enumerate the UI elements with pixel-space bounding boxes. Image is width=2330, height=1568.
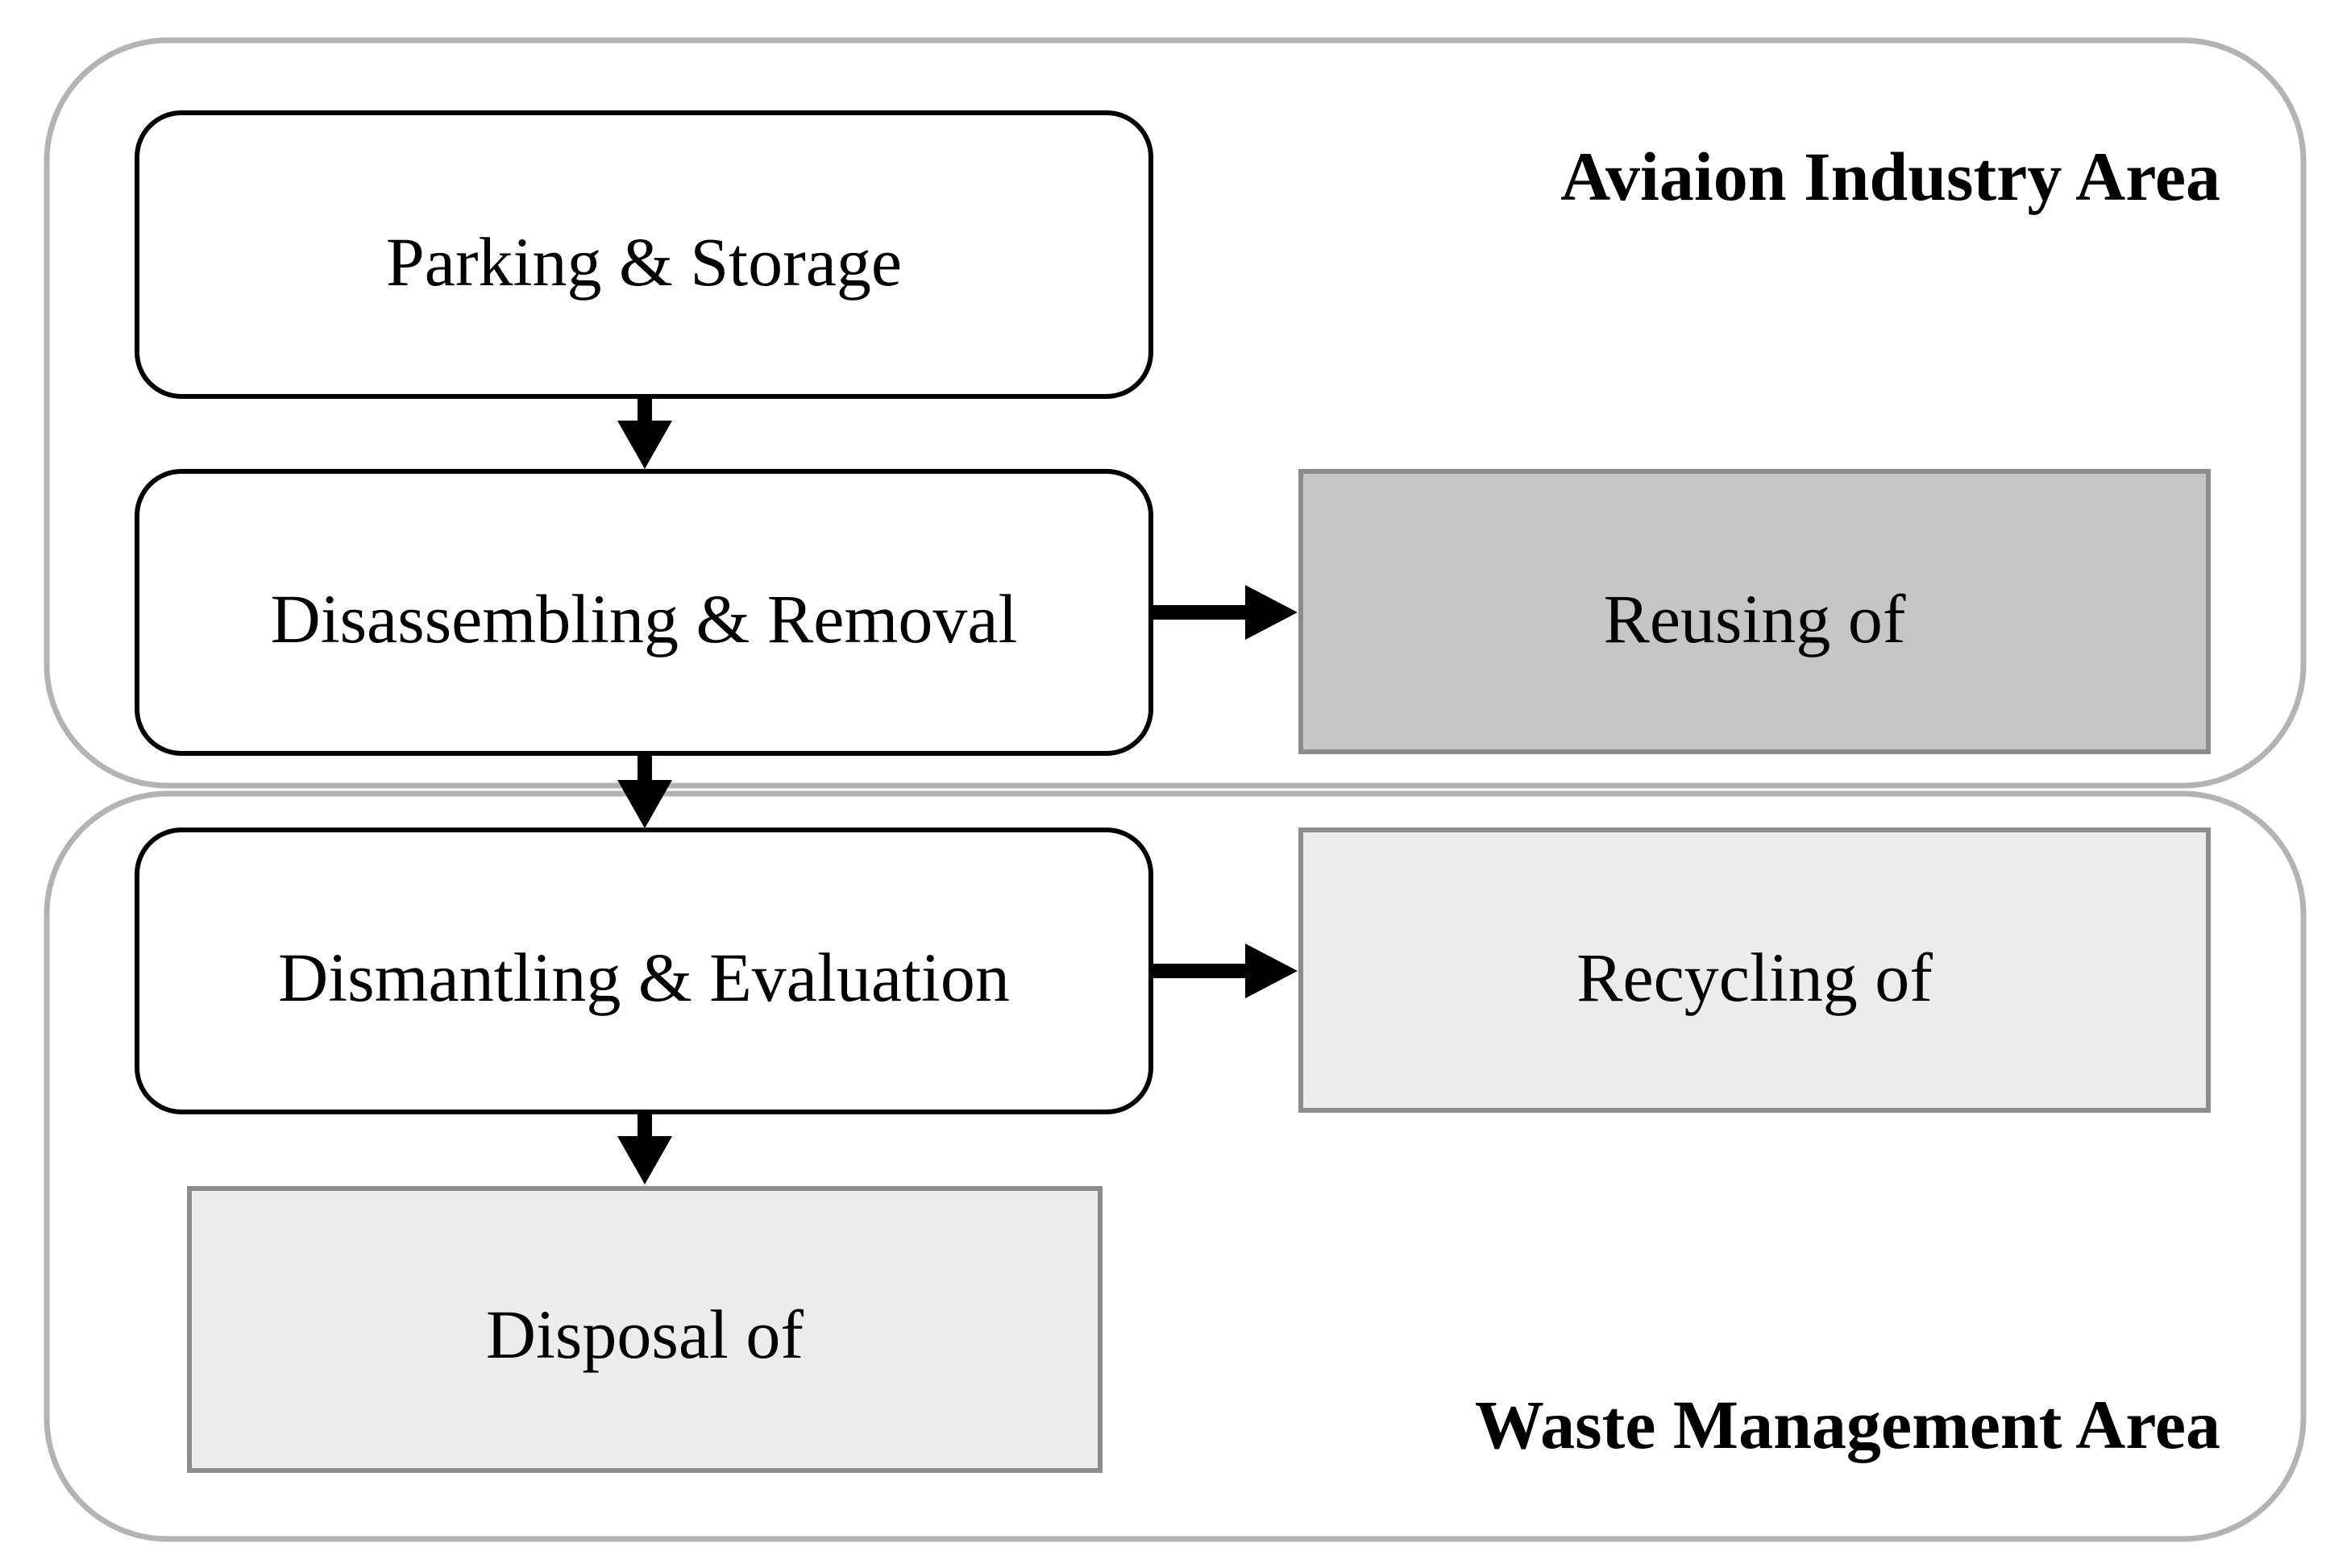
recycling-label: Recycling of xyxy=(1576,939,1933,1016)
disassembling-removal-label: Disassembling & Removal xyxy=(271,580,1018,657)
disposal-box xyxy=(187,1186,1103,1473)
arrow-disassembling-to-reusing xyxy=(1151,585,1298,640)
reusing-label: Reusing of xyxy=(1603,580,1905,657)
disposal-label: Disposal of xyxy=(486,1296,804,1373)
disassembling-removal-box xyxy=(135,469,1153,756)
reusing-box xyxy=(1298,469,2211,754)
aviation-industry-area-label: Aviaion Industry Area xyxy=(1560,138,2220,215)
arrow-parking-to-disassembling xyxy=(617,396,672,469)
dismantling-evaluation-label: Dismantling & Evaluation xyxy=(278,939,1010,1016)
recycling-box xyxy=(1298,828,2211,1113)
parking-storage-label: Parking & Storage xyxy=(386,223,902,301)
arrow-dismantling-to-recycling xyxy=(1151,944,1298,998)
waste-management-area-label: Waste Management Area xyxy=(1475,1386,2220,1463)
arrow-disassembling-to-dismantling xyxy=(617,753,672,828)
dismantling-evaluation-box xyxy=(135,828,1153,1114)
arrow-dismantling-to-disposal xyxy=(617,1112,672,1184)
parking-storage-box xyxy=(135,110,1153,399)
